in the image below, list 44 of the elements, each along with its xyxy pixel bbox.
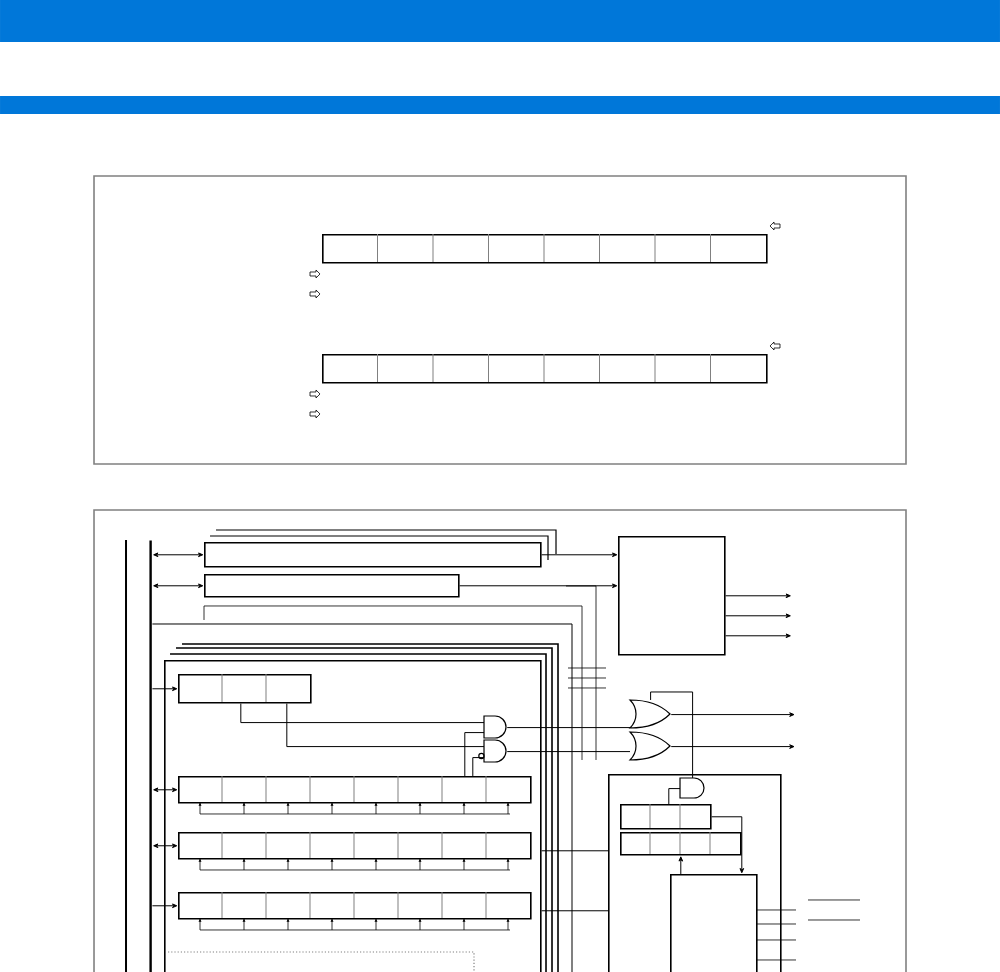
register-box <box>322 233 768 264</box>
arrow <box>151 686 178 692</box>
register-box <box>178 775 532 804</box>
arrow <box>151 903 178 909</box>
connector-line <box>464 732 485 777</box>
connector-line <box>506 751 631 753</box>
block-box <box>204 542 542 568</box>
arrow <box>459 583 618 589</box>
arrow <box>725 613 791 619</box>
arrow <box>725 593 791 599</box>
block-box <box>670 874 758 972</box>
or-gate <box>629 699 671 729</box>
register-box <box>322 353 768 384</box>
register-box <box>178 891 532 920</box>
connector-line <box>286 703 485 748</box>
or-gate <box>629 731 671 761</box>
arrow <box>153 787 178 793</box>
bus-line <box>149 540 152 972</box>
arrow <box>541 552 618 558</box>
register-box <box>620 831 742 856</box>
connector-line <box>650 691 694 779</box>
register-box <box>178 673 312 704</box>
register-box <box>178 831 532 860</box>
outline-frame <box>608 774 782 972</box>
and-gate <box>478 739 507 763</box>
arrow <box>153 552 204 558</box>
connector-line <box>541 910 609 912</box>
and-gate <box>483 715 507 739</box>
arrow <box>670 744 795 749</box>
and-gate <box>679 777 705 799</box>
connector-line <box>240 703 485 724</box>
connector-line <box>506 727 631 729</box>
block-box <box>204 574 460 598</box>
connector-line <box>472 757 485 777</box>
block-box <box>618 536 726 656</box>
connector-line <box>541 850 609 852</box>
connector-line <box>668 788 681 805</box>
arrow <box>725 633 791 639</box>
arrow <box>153 583 204 589</box>
arrow <box>670 712 795 717</box>
arrow <box>678 856 684 875</box>
arrow <box>153 843 178 849</box>
arrow <box>711 816 745 874</box>
register-box <box>620 803 712 830</box>
